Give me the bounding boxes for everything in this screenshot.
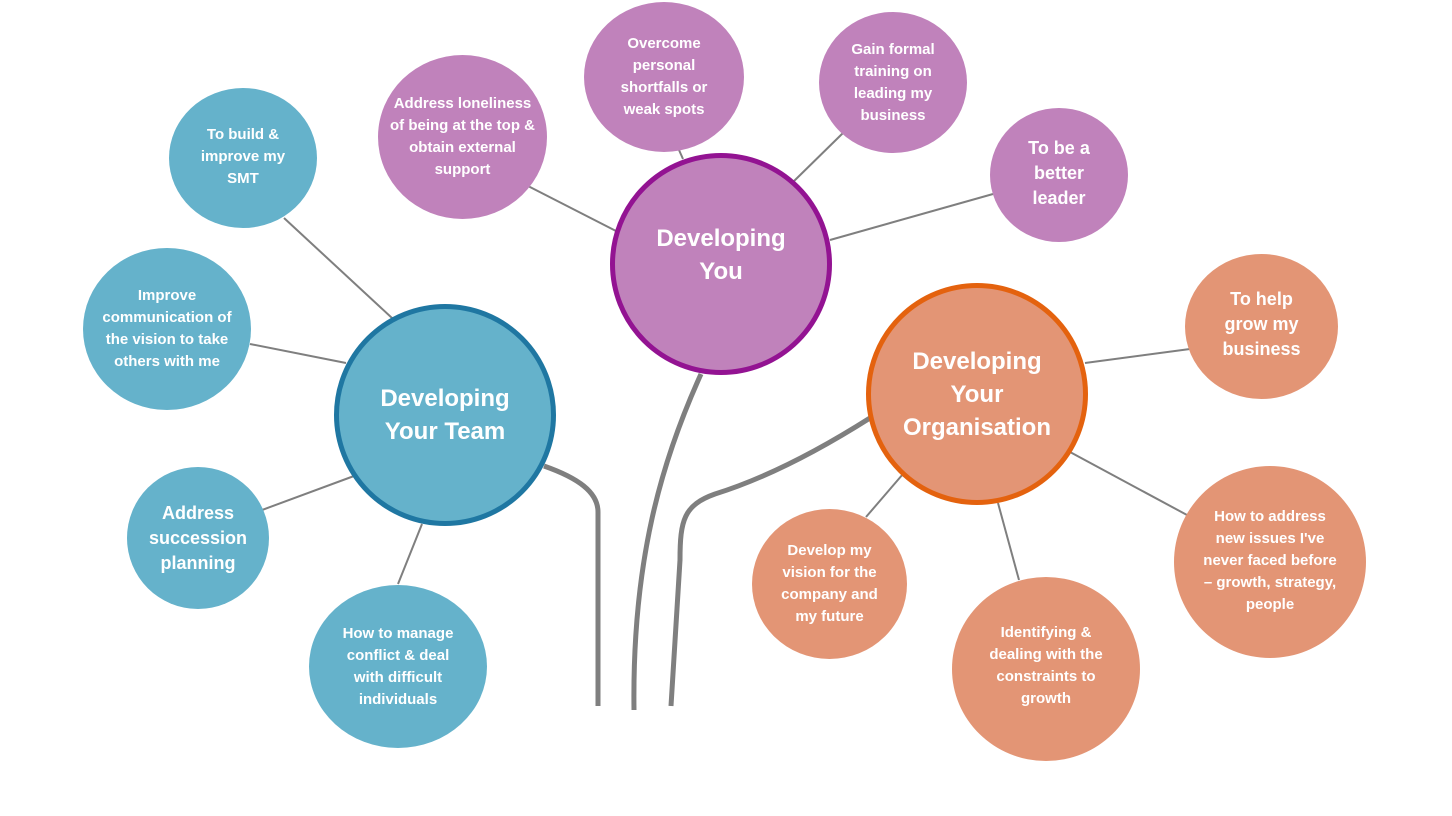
leaf-manage-conflict[interactable]: How to manage conflict & deal with diffi… xyxy=(309,585,487,748)
leaf-address-new-issues[interactable]: How to address new issues I've never fac… xyxy=(1174,466,1366,658)
connector-you-training xyxy=(791,132,844,184)
leaf-label: To build & improve my SMT xyxy=(200,126,286,187)
leaf-label: Gain formal training on leading my busin… xyxy=(851,40,935,124)
leaf-develop-vision[interactable]: Develop my vision for the company and my… xyxy=(752,509,907,659)
hub-developing-your-team[interactable]: Developing Your Team xyxy=(334,304,556,526)
leaf-label: How to manage conflict & deal with diffi… xyxy=(342,624,454,708)
connector-you-shortfalls xyxy=(678,149,684,160)
leaf-label: Address loneliness of being at the top &… xyxy=(390,95,535,178)
trunk-branch-team xyxy=(543,463,601,706)
leaf-address-loneliness[interactable]: Address loneliness of being at the top &… xyxy=(378,55,547,219)
hub-developing-your-organisation[interactable]: Developing Your Organisation xyxy=(866,283,1088,505)
leaf-identify-constraints[interactable]: Identifying & dealing with the constrain… xyxy=(952,577,1140,761)
hub-you-label: Developing You xyxy=(656,225,786,285)
connector-you-loneliness xyxy=(527,185,617,232)
leaf-label: Identifying & dealing with the constrain… xyxy=(989,624,1103,707)
connector-org-grow xyxy=(1084,348,1191,364)
leaf-better-leader[interactable]: To be a better leader xyxy=(990,108,1128,242)
connector-team-succession xyxy=(261,475,355,511)
connector-you-leader xyxy=(829,193,994,241)
leaf-help-grow-business[interactable]: To help grow my business xyxy=(1185,254,1338,399)
hub-developing-you[interactable]: Developing You xyxy=(610,153,832,375)
leaf-label: To be a better leader xyxy=(1028,137,1090,208)
leaf-label: How to address new issues I've never fac… xyxy=(1203,508,1337,613)
leaf-build-improve-smt[interactable]: To build & improve my SMT xyxy=(169,88,317,228)
connector-org-new-issues xyxy=(1069,451,1188,516)
hub-org-label: Developing Your Organisation xyxy=(902,347,1052,441)
trunk-branch-you xyxy=(631,372,704,711)
hub-team-label: Developing Your Team xyxy=(380,385,510,445)
leaf-address-succession-planning[interactable]: Address succession planning xyxy=(127,467,269,609)
leaf-label: Address succession planning xyxy=(148,502,248,573)
leaf-label: Overcome personal shortfalls or weak spo… xyxy=(620,35,708,118)
leaf-label: Develop my vision for the company and my… xyxy=(781,542,878,625)
connector-org-vision xyxy=(865,473,904,518)
leaf-label: Improve communication of the vision to t… xyxy=(102,287,232,370)
leaf-overcome-shortfalls[interactable]: Overcome personal shortfalls or weak spo… xyxy=(584,2,744,152)
connector-team-conflict xyxy=(397,523,423,585)
connector-org-constraints xyxy=(997,502,1020,581)
leaf-improve-communication[interactable]: Improve communication of the vision to t… xyxy=(83,248,251,410)
leaf-label: To help grow my business xyxy=(1222,289,1301,359)
connector-team-smt xyxy=(283,217,393,319)
connector-team-communication xyxy=(249,343,347,364)
trunk-branch-org xyxy=(668,415,872,707)
leaf-gain-formal-training[interactable]: Gain formal training on leading my busin… xyxy=(819,12,967,153)
